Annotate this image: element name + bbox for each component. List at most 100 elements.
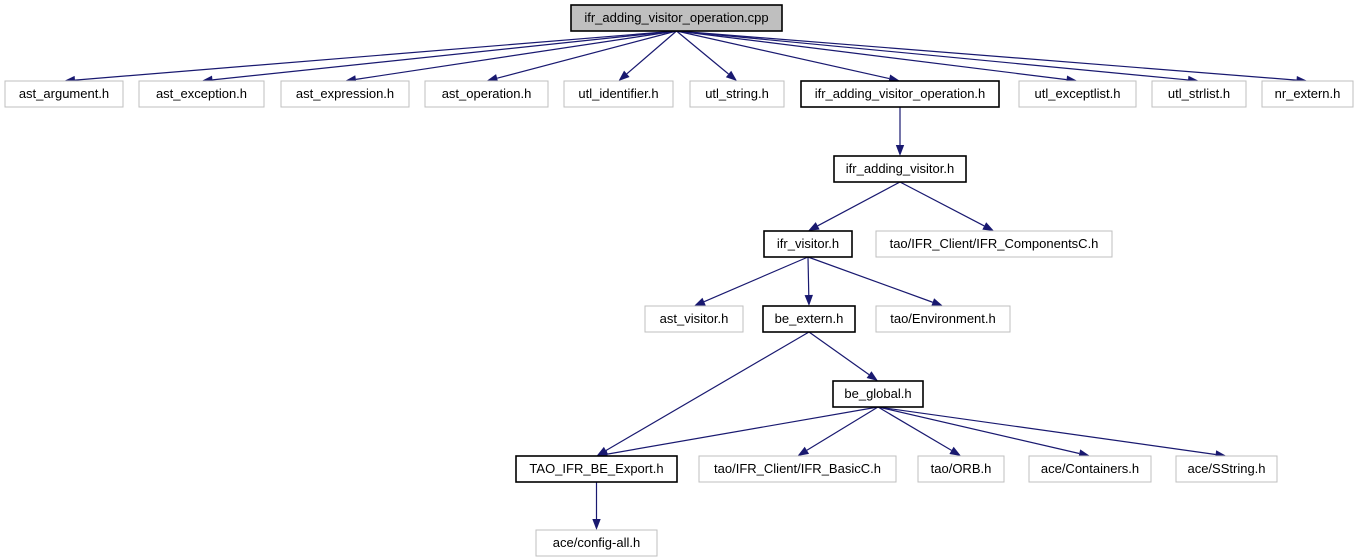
node-label: utl_strlist.h (1168, 86, 1230, 101)
node-label: ace/Containers.h (1041, 461, 1139, 476)
dependency-edge (605, 331, 810, 451)
node-box[interactable] (875, 305, 1011, 333)
node-label: ace/config-all.h (553, 535, 640, 550)
graph-node-ifr_vis[interactable]: ifr_visitor.h (763, 230, 853, 258)
edge-arrowhead (808, 222, 820, 231)
dependency-edge (74, 30, 677, 81)
node-label: utl_identifier.h (578, 86, 658, 101)
node-box[interactable] (917, 455, 1005, 483)
node-box[interactable] (832, 380, 924, 408)
node-label: tao/IFR_Client/IFR_BasicC.h (714, 461, 881, 476)
edge-arrowhead (486, 74, 499, 83)
graph-node-utl_exc[interactable]: utl_exceptlist.h (1018, 80, 1137, 108)
graph-node-be_global[interactable]: be_global.h (832, 380, 924, 408)
node-box[interactable] (689, 80, 785, 108)
graph-node-root[interactable]: ifr_adding_visitor_operation.cpp (570, 4, 783, 32)
node-box[interactable] (1018, 80, 1137, 108)
graph-node-nr_extern[interactable]: nr_extern.h (1261, 80, 1354, 108)
edge-arrowhead (618, 70, 630, 81)
graph-node-ifr_avo_h[interactable]: ifr_adding_visitor_operation.h (800, 80, 1000, 108)
graph-node-ast_vis[interactable]: ast_visitor.h (644, 305, 744, 333)
node-box[interactable] (138, 80, 265, 108)
dependency-edge (496, 30, 677, 79)
edge-arrowhead (982, 222, 994, 231)
graph-node-ast_arg[interactable]: ast_argument.h (4, 80, 124, 108)
node-label: tao/ORB.h (931, 461, 992, 476)
node-box[interactable] (800, 80, 1000, 108)
node-box[interactable] (1261, 80, 1354, 108)
dependency-edge (607, 406, 879, 455)
node-box[interactable] (644, 305, 744, 333)
dependency-edge (626, 30, 677, 75)
graph-node-utl_str[interactable]: utl_string.h (689, 80, 785, 108)
dependency-edge (877, 406, 1216, 456)
node-box[interactable] (833, 155, 967, 183)
graph-node-tao_env[interactable]: tao/Environment.h (875, 305, 1011, 333)
edge-arrowhead (866, 371, 878, 381)
dependency-edge (877, 406, 1080, 455)
graph-node-ast_exc[interactable]: ast_exception.h (138, 80, 265, 108)
graph-node-ast_expr[interactable]: ast_expression.h (280, 80, 410, 108)
node-label: ast_argument.h (19, 86, 109, 101)
node-label: ast_visitor.h (660, 311, 729, 326)
node-label: utl_string.h (705, 86, 769, 101)
node-box[interactable] (763, 230, 853, 258)
node-box[interactable] (4, 80, 124, 108)
node-box[interactable] (1028, 455, 1152, 483)
node-label: utl_exceptlist.h (1035, 86, 1121, 101)
node-box[interactable] (875, 230, 1113, 258)
node-label: ifr_adding_visitor_operation.cpp (584, 10, 768, 25)
node-label: be_extern.h (775, 311, 844, 326)
edge-arrowhead (797, 446, 810, 456)
node-label: ast_operation.h (442, 86, 532, 101)
dependency-edge (676, 30, 890, 80)
dependency-edge (703, 256, 809, 303)
node-label: tao/IFR_Client/IFR_ComponentsC.h (890, 236, 1099, 251)
dependency-edge (676, 30, 1189, 81)
dependency-edge (676, 30, 729, 75)
node-label: ast_exception.h (156, 86, 247, 101)
dependency-edge (817, 181, 901, 227)
node-box[interactable] (1175, 455, 1278, 483)
node-box[interactable] (424, 80, 549, 108)
node-box[interactable] (563, 80, 674, 108)
node-box[interactable] (515, 455, 678, 483)
graph-node-ifr_basic[interactable]: tao/IFR_Client/IFR_BasicC.h (698, 455, 897, 483)
graph-node-tao_orb[interactable]: tao/ORB.h (917, 455, 1005, 483)
node-label: nr_extern.h (1275, 86, 1341, 101)
node-box[interactable] (570, 4, 783, 32)
node-label: ifr_adding_visitor_operation.h (815, 86, 986, 101)
graph-node-be_extern[interactable]: be_extern.h (762, 305, 856, 333)
dependency-edge (676, 30, 1067, 81)
edge-arrowhead (895, 145, 905, 156)
graph-node-ace_sstr[interactable]: ace/SString.h (1175, 455, 1278, 483)
edge-arrowhead (725, 70, 737, 81)
edge-arrowhead (592, 519, 601, 530)
node-box[interactable] (698, 455, 897, 483)
graph-node-ace_cfg[interactable]: ace/config-all.h (535, 529, 658, 557)
dependency-edge (807, 256, 810, 296)
graph-node-ast_op[interactable]: ast_operation.h (424, 80, 549, 108)
dependency-edge (212, 30, 677, 81)
node-layer: ifr_adding_visitor_operation.cpp ast_argu… (4, 4, 1354, 557)
graph-node-utl_ident[interactable]: utl_identifier.h (563, 80, 674, 108)
node-box[interactable] (280, 80, 410, 108)
graph-node-tao_export[interactable]: TAO_IFR_BE_Export.h (515, 455, 678, 483)
graph-node-ifr_av_h[interactable]: ifr_adding_visitor.h (833, 155, 967, 183)
node-box[interactable] (535, 529, 658, 557)
edge-arrowhead (694, 297, 706, 306)
edge-layer (64, 30, 1308, 530)
node-label: be_global.h (844, 386, 911, 401)
node-label: tao/Environment.h (890, 311, 996, 326)
node-label: ifr_visitor.h (777, 236, 839, 251)
dependency-edge (807, 256, 933, 303)
graph-node-utl_strl[interactable]: utl_strlist.h (1151, 80, 1247, 108)
node-box[interactable] (762, 305, 856, 333)
node-box[interactable] (1151, 80, 1247, 108)
edge-arrowhead (949, 446, 961, 456)
dependency-edge (676, 30, 1297, 81)
graph-node-ace_cont[interactable]: ace/Containers.h (1028, 455, 1152, 483)
graph-node-ifr_comp[interactable]: tao/IFR_Client/IFR_ComponentsC.h (875, 230, 1113, 258)
